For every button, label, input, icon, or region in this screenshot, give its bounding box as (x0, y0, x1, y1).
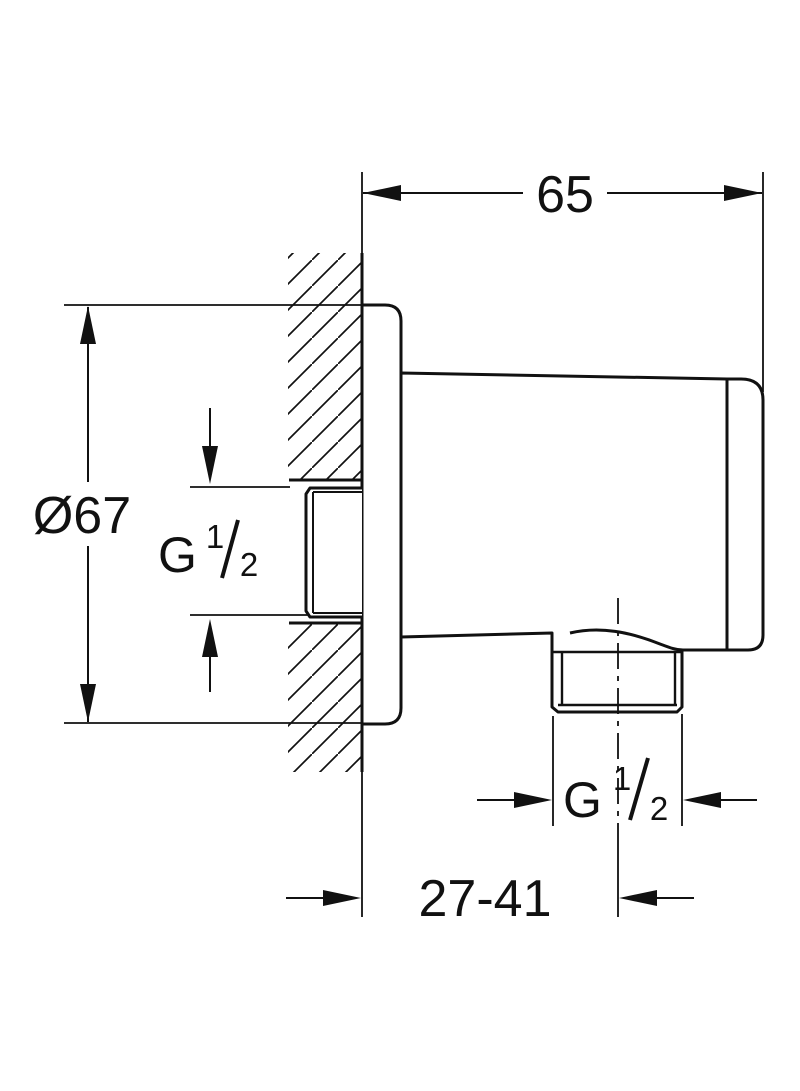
dimension-outlet-thread: G 1 2 (477, 757, 757, 828)
wall-hatching (288, 253, 364, 772)
dimension-wall-thread: G 1 2 (158, 408, 258, 692)
wall-hatch-upper (288, 253, 361, 480)
arrowhead-down-icon (80, 684, 96, 722)
extension-lines (64, 172, 764, 917)
dimension-depth-range: 27-41 (286, 870, 694, 928)
arrowhead-up-icon (80, 306, 96, 344)
dimension-top-width: 65 (363, 166, 762, 224)
outlet-thread-g: G (563, 772, 602, 828)
wall-thread-numerator: 1 (206, 518, 224, 555)
arrowhead-up-icon (202, 619, 218, 657)
flange-outline (360, 303, 403, 726)
dimension-diameter: Ø67 (33, 306, 131, 722)
dimension-diameter-label: Ø67 (33, 487, 131, 545)
wall-thread-spigot (304, 486, 362, 619)
arrowhead-left-icon (619, 890, 657, 906)
arrowhead-right-icon (514, 792, 552, 808)
elbow-transition-curve (569, 628, 684, 652)
fraction-slash (220, 519, 240, 579)
wall-thread-denominator: 2 (240, 546, 258, 583)
arrowhead-down-icon (202, 446, 218, 484)
dimension-depth-range-label: 27-41 (419, 870, 552, 928)
wall-thread-g: G (158, 527, 197, 583)
outlet-thread-denominator: 2 (650, 790, 668, 827)
arrowhead-right-icon (724, 185, 762, 201)
outlet-thread-numerator: 1 (613, 760, 631, 797)
dimension-top-width-label: 65 (536, 166, 594, 224)
fixture-body (304, 303, 765, 838)
body-outline (399, 371, 765, 714)
wall-hatch-lower (288, 623, 361, 772)
arrowhead-right-icon (323, 890, 361, 906)
fraction-slash (628, 757, 650, 821)
arrowhead-left-icon (363, 185, 401, 201)
arrowhead-left-icon (683, 792, 721, 808)
